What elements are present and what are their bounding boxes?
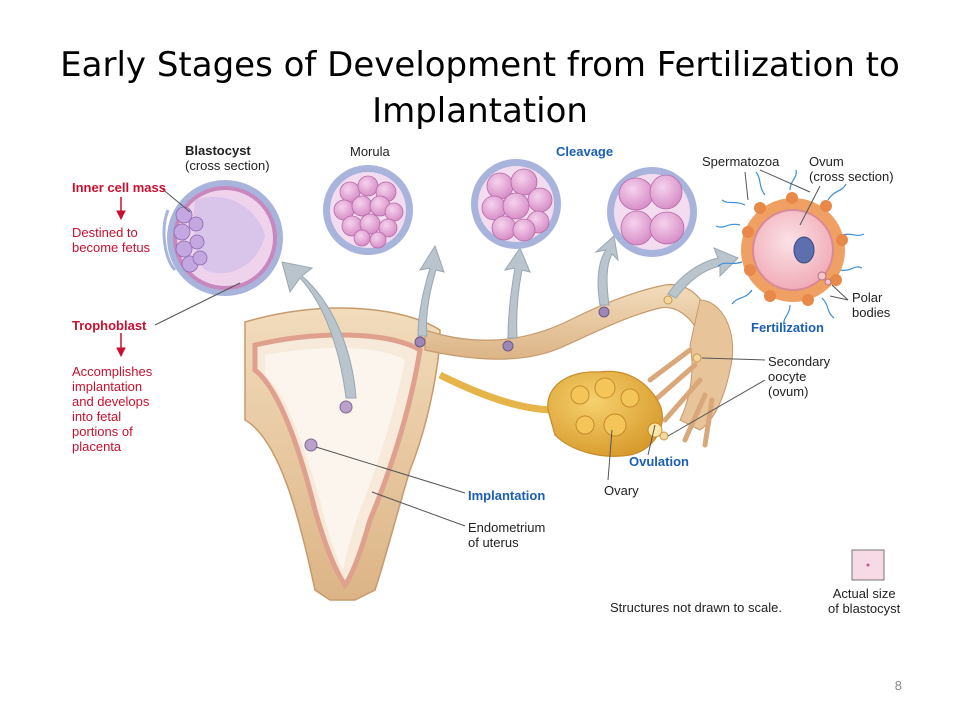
destined-line-1: Destined to <box>72 225 138 240</box>
endometrium-line-2: of uterus <box>468 535 519 550</box>
secondary-line-2: oocyte <box>768 369 807 384</box>
leader-lines <box>154 169 849 527</box>
ovarian-ligament <box>438 371 556 414</box>
accomplishes-line-2: implantation <box>72 379 143 394</box>
cleavage-eight-cell <box>471 159 561 249</box>
title-line-2: Implantation <box>372 91 588 131</box>
endometrium-line-1: Endometrium <box>468 520 546 535</box>
red-arrows <box>116 197 126 358</box>
secondary-line-3: (ovum) <box>768 384 809 399</box>
polar-line-1: Polar <box>852 290 883 305</box>
actual-size-label: Actual size of blastocyst <box>828 586 900 616</box>
polar-bodies-label: Polar bodies <box>852 290 890 320</box>
accomplishes-line-4: into fetal <box>72 409 122 424</box>
actual-line-2: of blastocyst <box>828 601 901 616</box>
actual-line-1: Actual size <box>832 586 896 601</box>
not-to-scale-note: Structures not drawn to scale. <box>610 600 782 615</box>
morula-label: Morula <box>350 144 390 159</box>
accomplishes-line-5: portions of <box>72 424 133 439</box>
accomplishes-line-6: placenta <box>72 439 122 454</box>
destined-line-2: become fetus <box>72 240 151 255</box>
ovary-shape <box>547 370 663 457</box>
uterine-tube <box>424 284 734 448</box>
endometrium-label: Endometrium of uterus <box>468 520 545 550</box>
blastocyst-subtitle: (cross section) <box>185 158 270 173</box>
slide-title: Early Stages of Development from Fertili… <box>0 42 960 134</box>
embryo-markers <box>304 295 702 452</box>
secondary-line-1: Secondary <box>768 354 831 369</box>
stage-arrows <box>281 235 739 399</box>
blastocyst-title: Blastocyst <box>185 143 251 158</box>
ovulation-label: Ovulation <box>629 454 689 469</box>
ovum-title: Ovum <box>809 154 844 169</box>
inner-cell-mass-label: Inner cell mass <box>72 180 166 195</box>
implantation-label: Implantation <box>468 488 546 503</box>
ovum-subtitle: (cross section) <box>809 169 894 184</box>
ovum-illustration <box>715 169 865 327</box>
polar-line-2: bodies <box>852 305 891 320</box>
spermatozoa-label: Spermatozoa <box>702 154 780 169</box>
accomplishes-label: Accomplishes implantation and develops i… <box>72 364 152 454</box>
secondary-oocyte-label: Secondary oocyte (ovum) <box>768 354 830 399</box>
destined-label: Destined to become fetus <box>72 225 150 255</box>
trophoblast-label: Trophoblast <box>72 318 147 333</box>
cleavage-label: Cleavage <box>556 144 614 159</box>
fertilization-label: Fertilization <box>751 320 824 335</box>
actual-size-box <box>851 549 885 581</box>
accomplishes-line-1: Accomplishes <box>72 364 153 379</box>
accomplishes-line-3: and develops <box>72 394 150 409</box>
uterus <box>244 307 441 601</box>
morula-illustration <box>323 165 413 255</box>
blastocyst-illustration <box>162 180 283 296</box>
cleavage-four-cell <box>607 167 697 257</box>
page-number: 8 <box>894 678 902 693</box>
blastocyst-label: Blastocyst (cross section) <box>185 143 270 173</box>
ovum-label: Ovum (cross section) <box>809 154 894 184</box>
title-line-1: Early Stages of Development from Fertili… <box>60 45 900 85</box>
ovary-label: Ovary <box>604 483 639 498</box>
